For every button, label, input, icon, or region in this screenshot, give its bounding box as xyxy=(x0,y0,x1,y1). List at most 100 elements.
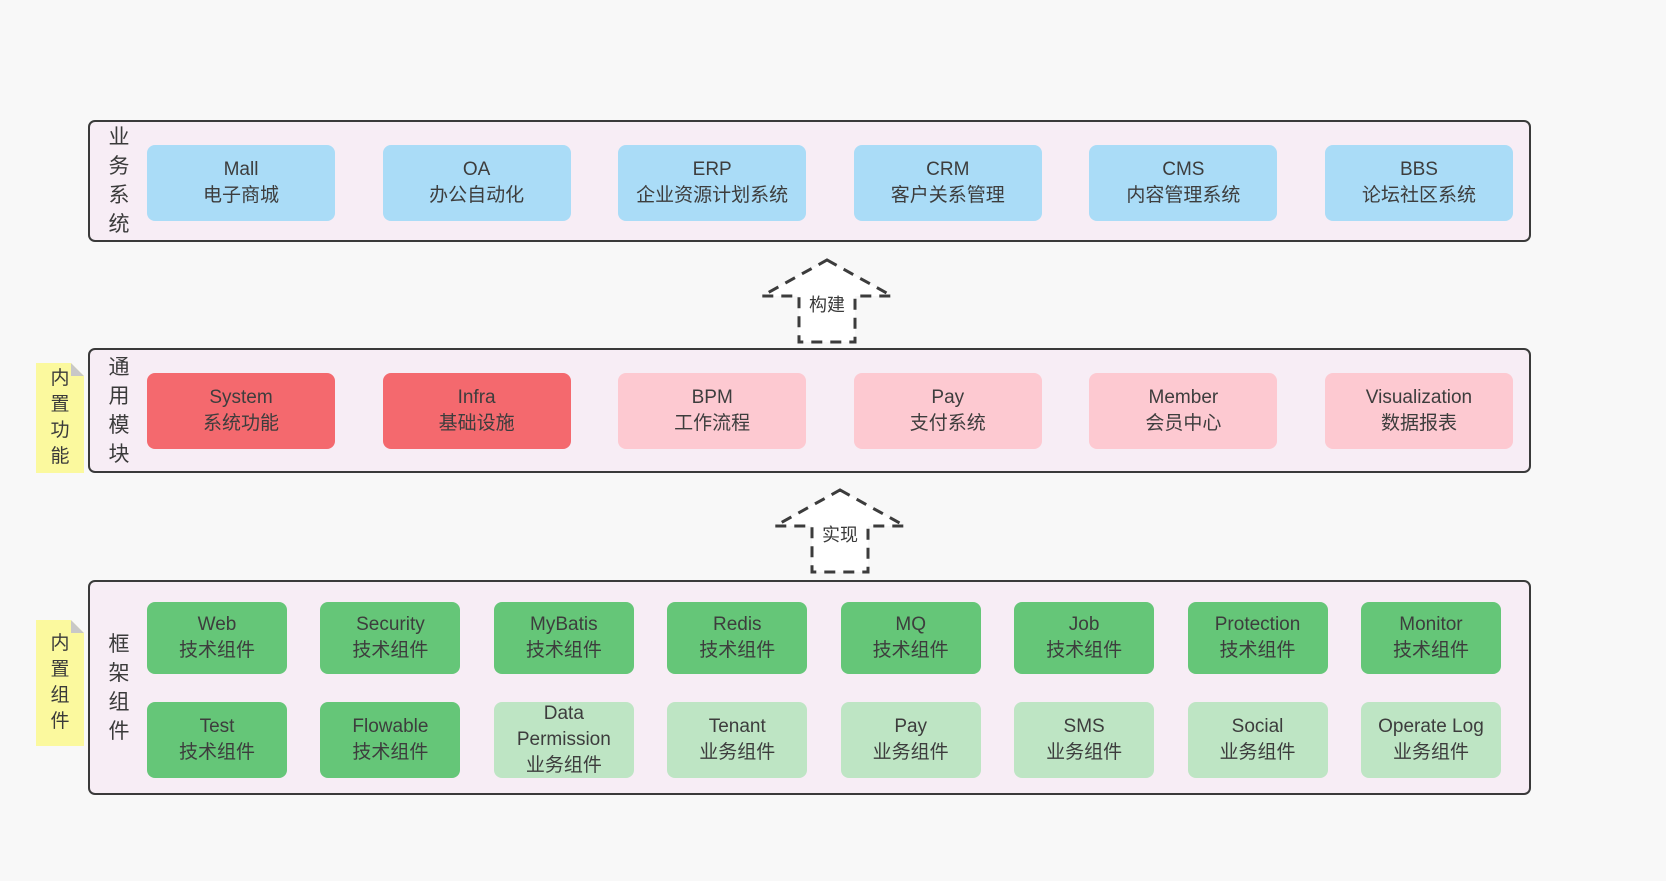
layer-framework-components: 框架组件 Web 技术组件 Security 技术组件 MyBatis 技术组件… xyxy=(88,580,1531,795)
box-title: OA xyxy=(462,159,491,180)
layer-common-modules: 通用模块 System 系统功能 Infra 基础设施 BPM 工作流程 Pay… xyxy=(88,348,1531,473)
box-oa: OA 办公自动化 xyxy=(382,145,571,221)
folded-corner-icon xyxy=(71,620,84,633)
box-subtitle: 电子商城 xyxy=(202,185,279,206)
box-subtitle: 数据报表 xyxy=(1380,413,1457,434)
box-subtitle: 内容管理系统 xyxy=(1126,185,1241,206)
box-web: Web 技术组件 xyxy=(147,602,287,674)
folded-corner-icon xyxy=(71,363,84,376)
box-subtitle: 技术组件 xyxy=(699,640,776,661)
framework-boxes-row-2: Test 技术组件 Flowable 技术组件 Data Permission … xyxy=(147,702,1501,778)
box-subtitle: 技术组件 xyxy=(872,640,949,661)
box-subtitle: 技术组件 xyxy=(525,640,602,661)
box-title: Flowable xyxy=(352,716,429,737)
arrow-label: 构建 xyxy=(806,291,848,317)
arrow-implement: 实现 xyxy=(770,487,910,575)
note-text: 内置功能 xyxy=(50,368,70,467)
box-redis: Redis 技术组件 xyxy=(667,602,808,674)
sticky-note-built-in-components: 内置组件 xyxy=(36,620,84,746)
box-title: System xyxy=(209,387,273,408)
box-subtitle: 业务组件 xyxy=(699,742,776,763)
box-tenant: Tenant 业务组件 xyxy=(667,702,808,778)
layer-label-framework: 框架组件 xyxy=(108,632,130,743)
box-bbs: BBS 论坛社区系统 xyxy=(1324,145,1513,221)
layer-business-systems: 业务系统 Mall 电子商城 OA 办公自动化 ERP 企业资源计划系统 CRM… xyxy=(88,120,1531,242)
box-mall: Mall 电子商城 xyxy=(147,145,335,221)
box-title: BBS xyxy=(1399,159,1438,180)
box-subtitle: 办公自动化 xyxy=(429,185,525,206)
box-pay-module: Pay 支付系统 xyxy=(853,373,1042,449)
box-crm: CRM 客户关系管理 xyxy=(853,145,1042,221)
box-data-permission: Data Permission 业务组件 xyxy=(493,702,634,778)
box-protection: Protection 技术组件 xyxy=(1187,602,1328,674)
box-infra: Infra 基础设施 xyxy=(382,373,571,449)
box-operate-log: Operate Log 业务组件 xyxy=(1360,702,1501,778)
box-title: ERP xyxy=(692,159,732,180)
box-title: Member xyxy=(1148,387,1219,408)
box-title: MyBatis xyxy=(530,614,598,635)
box-mq: MQ 技术组件 xyxy=(840,602,981,674)
sticky-note-built-in-functions: 内置功能 xyxy=(36,363,84,473)
box-title: Tenant xyxy=(708,716,766,737)
box-subtitle: 系统功能 xyxy=(202,413,279,434)
note-text: 内置组件 xyxy=(50,633,70,732)
box-subtitle: 业务组件 xyxy=(525,755,602,776)
box-title: Pay xyxy=(931,387,965,408)
box-bpm: BPM 工作流程 xyxy=(618,373,807,449)
box-subtitle: 业务组件 xyxy=(1046,742,1123,763)
box-subtitle: 技术组件 xyxy=(352,742,429,763)
box-subtitle: 技术组件 xyxy=(1219,640,1296,661)
arrow-build: 构建 xyxy=(757,257,897,345)
box-subtitle: 业务组件 xyxy=(872,742,949,763)
box-mybatis: MyBatis 技术组件 xyxy=(493,602,634,674)
box-system: System 系统功能 xyxy=(147,373,335,449)
box-subtitle: 客户关系管理 xyxy=(890,185,1005,206)
box-subtitle: 论坛社区系统 xyxy=(1361,185,1476,206)
box-title: BPM xyxy=(691,387,733,408)
box-title: Redis xyxy=(712,614,762,635)
box-visualization: Visualization 数据报表 xyxy=(1324,373,1513,449)
box-title: Mall xyxy=(223,159,259,180)
box-subtitle: 技术组件 xyxy=(178,640,255,661)
box-title: Operate Log xyxy=(1378,716,1484,737)
box-test: Test 技术组件 xyxy=(147,702,287,778)
box-title: Test xyxy=(199,716,235,737)
box-title: CRM xyxy=(926,159,970,180)
box-title: Infra xyxy=(457,387,496,408)
box-title: Security xyxy=(356,614,425,635)
box-monitor: Monitor 技术组件 xyxy=(1360,602,1501,674)
box-title: CMS xyxy=(1162,159,1205,180)
box-member: Member 会员中心 xyxy=(1089,373,1278,449)
box-title: Protection xyxy=(1214,614,1301,635)
box-subtitle: 支付系统 xyxy=(909,413,986,434)
box-subtitle: 技术组件 xyxy=(352,640,429,661)
box-subtitle: 工作流程 xyxy=(674,413,751,434)
box-subtitle: 基础设施 xyxy=(438,413,515,434)
box-flowable: Flowable 技术组件 xyxy=(320,702,461,778)
box-title: Web xyxy=(197,614,237,635)
box-social: Social 业务组件 xyxy=(1187,702,1328,778)
framework-boxes-row-1: Web 技术组件 Security 技术组件 MyBatis 技术组件 Redi… xyxy=(147,602,1501,674)
box-security: Security 技术组件 xyxy=(320,602,461,674)
box-subtitle: 企业资源计划系统 xyxy=(636,185,789,206)
box-title: Visualization xyxy=(1365,387,1473,408)
arrow-label: 实现 xyxy=(819,521,861,547)
box-subtitle: 业务组件 xyxy=(1392,742,1469,763)
box-subtitle: 技术组件 xyxy=(178,742,255,763)
box-title: MQ xyxy=(895,614,926,635)
box-erp: ERP 企业资源计划系统 xyxy=(618,145,807,221)
box-pay-component: Pay 业务组件 xyxy=(840,702,981,778)
box-sms: SMS 业务组件 xyxy=(1014,702,1155,778)
box-title: Pay xyxy=(894,716,928,737)
box-title: Monitor xyxy=(1399,614,1463,635)
common-boxes-row: System 系统功能 Infra 基础设施 BPM 工作流程 Pay 支付系统… xyxy=(147,373,1513,449)
box-job: Job 技术组件 xyxy=(1014,602,1155,674)
box-title: Social xyxy=(1231,716,1284,737)
box-subtitle: 会员中心 xyxy=(1145,413,1222,434)
layer-label-business: 业务系统 xyxy=(108,126,130,236)
box-cms: CMS 内容管理系统 xyxy=(1089,145,1278,221)
box-title: Data Permission xyxy=(516,703,611,750)
box-title: SMS xyxy=(1063,716,1105,737)
box-title: Job xyxy=(1068,614,1100,635)
layer-label-common: 通用模块 xyxy=(108,355,130,466)
